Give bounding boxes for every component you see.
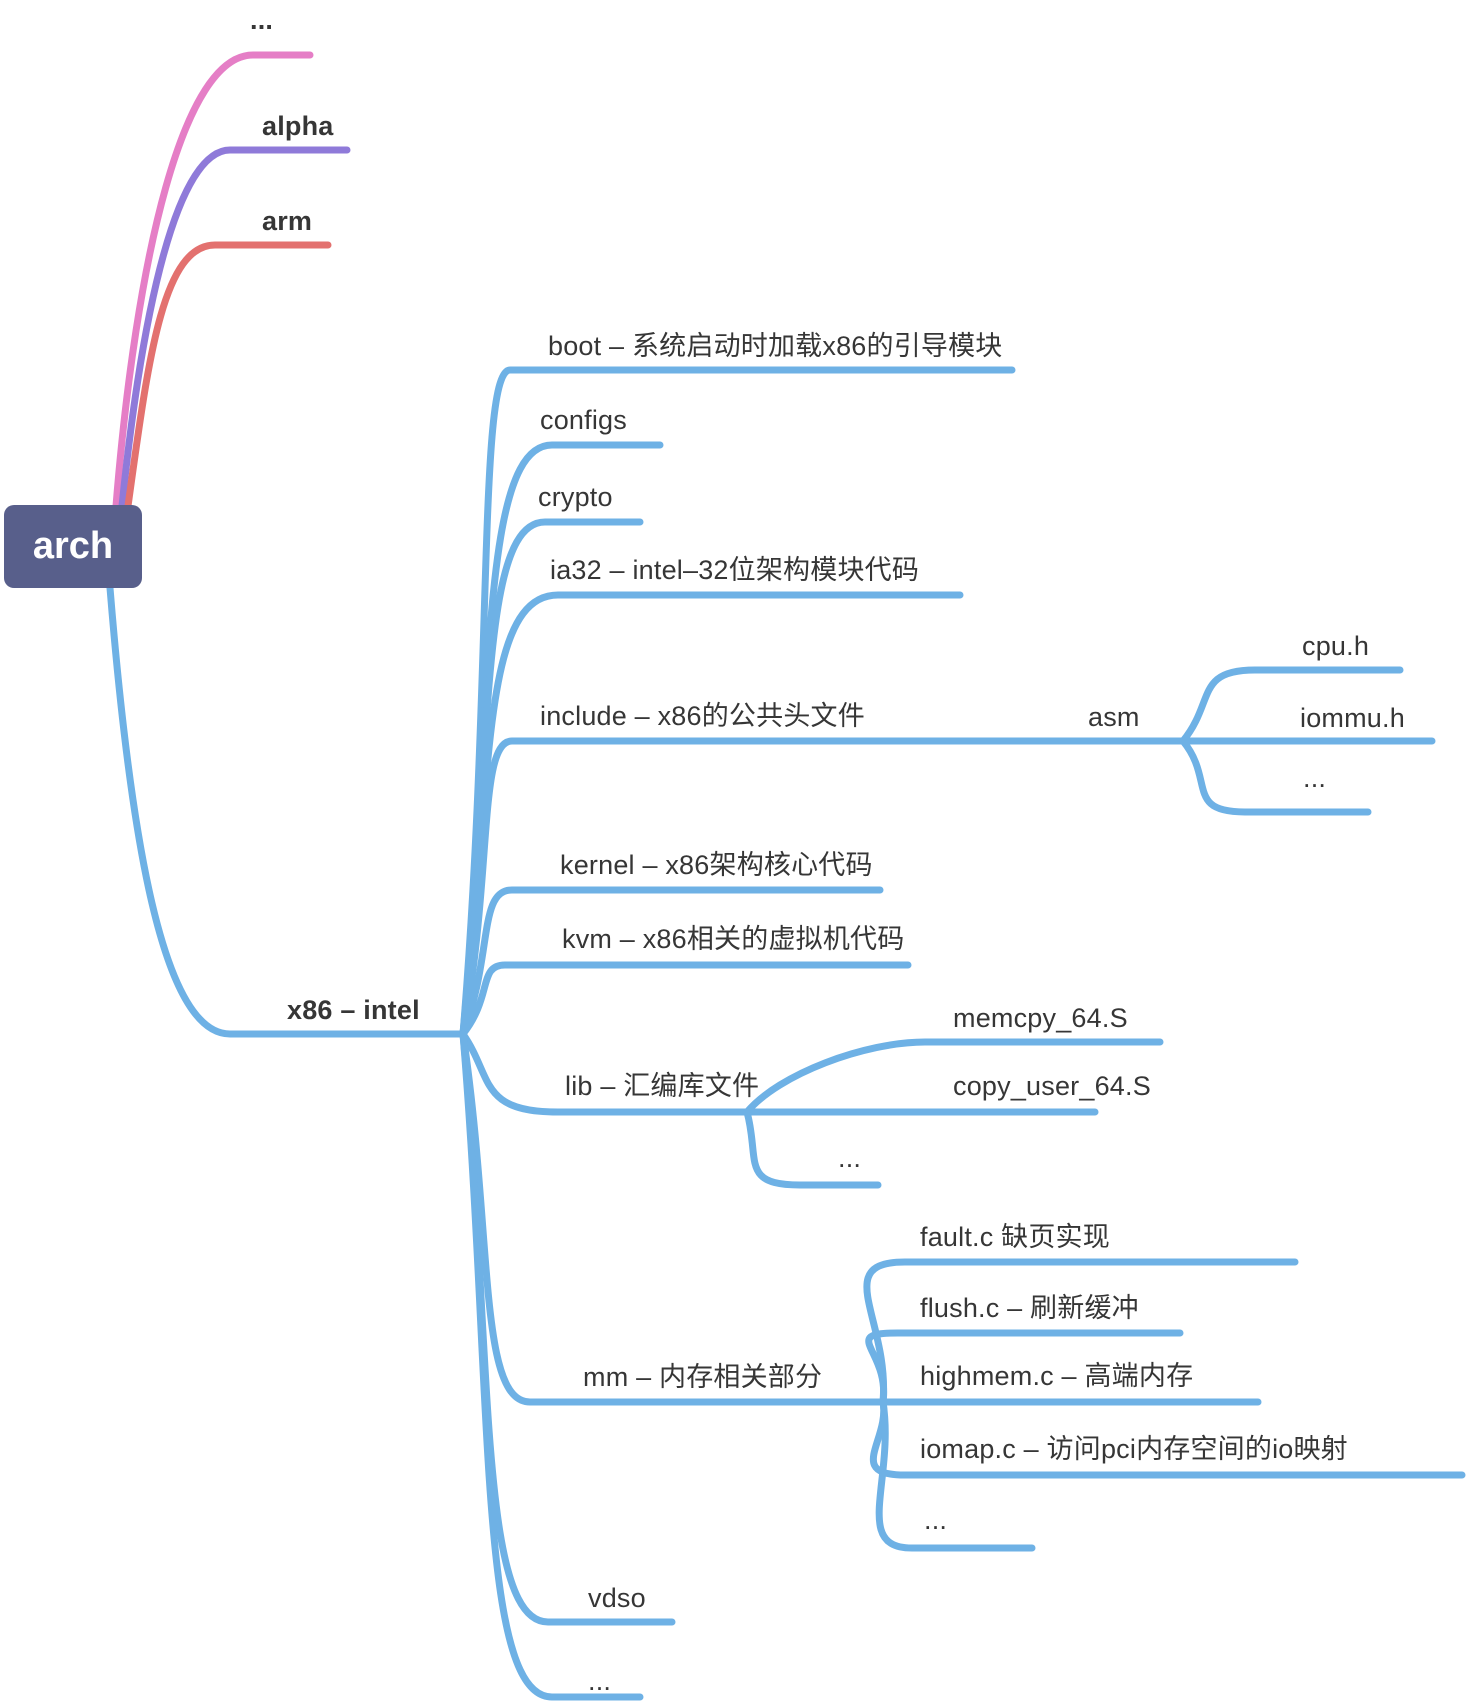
node-mm-more[interactable]: ... [924,1505,948,1535]
edge-flush [865,1329,1184,1406]
edge-asm-more [1179,737,1372,816]
node-ia32[interactable]: ia32 – intel–32位架构模块代码 [550,555,920,585]
node-lib[interactable]: lib – 汇编库文件 [565,1071,760,1101]
root-node-box[interactable] [4,505,142,588]
edge-arm [124,241,332,510]
node-flush[interactable]: flush.c – 刷新缓冲 [920,1293,1139,1323]
node-iommu-h[interactable]: iommu.h [1300,703,1405,733]
edge-kernel [459,886,884,1038]
edge-mm [459,1030,887,1406]
node-configs[interactable]: configs [540,405,627,435]
node-arm[interactable]: arm [262,206,313,236]
node-x86-more[interactable]: ... [588,1666,612,1696]
edge-include [459,737,1187,1038]
edge-misc-top [112,51,314,510]
node-include[interactable]: include – x86的公共头文件 [540,701,865,731]
node-alpha[interactable]: alpha [262,111,334,141]
edge-kvm [459,961,912,1038]
node-highmem[interactable]: highmem.c – 高端内存 [920,1361,1194,1391]
node-root[interactable]: arch [32,525,114,567]
node-kernel[interactable]: kernel – x86架构核心代码 [560,850,873,880]
node-misc-top[interactable]: ... [250,5,274,35]
node-vdso[interactable]: vdso [588,1583,646,1613]
edge-lib-more [743,1108,882,1189]
node-asm[interactable]: asm [1088,702,1140,732]
edge-alpha [118,146,351,510]
node-cpu-h[interactable]: cpu.h [1302,631,1370,661]
node-asm-more[interactable]: ... [1303,763,1327,793]
edge-mm-more [875,1398,1036,1552]
edge-memcpy [743,1038,1164,1116]
node-mm[interactable]: mm – 内存相关部分 [583,1362,823,1392]
node-kvm[interactable]: kvm – x86相关的虚拟机代码 [562,924,905,954]
node-boot[interactable]: boot – 系统启动时加载x86的引导模块 [548,331,1003,361]
node-lib-more[interactable]: ... [838,1143,862,1173]
edge-ia32 [459,591,964,1038]
node-fault[interactable]: fault.c 缺页实现 [920,1222,1110,1252]
edge-x86 [106,584,467,1038]
node-iomap[interactable]: iomap.c – 访问pci内存空间的io映射 [920,1434,1348,1464]
edge-x86-more [459,1030,644,1701]
node-crypto[interactable]: crypto [538,482,613,512]
node-memcpy[interactable]: memcpy_64.S [953,1003,1128,1033]
edge-cpu-h [1179,666,1404,745]
node-x86[interactable]: x86 – intel [287,995,420,1025]
node-copy-user[interactable]: copy_user_64.S [953,1071,1151,1101]
edge-lib [459,1030,751,1116]
